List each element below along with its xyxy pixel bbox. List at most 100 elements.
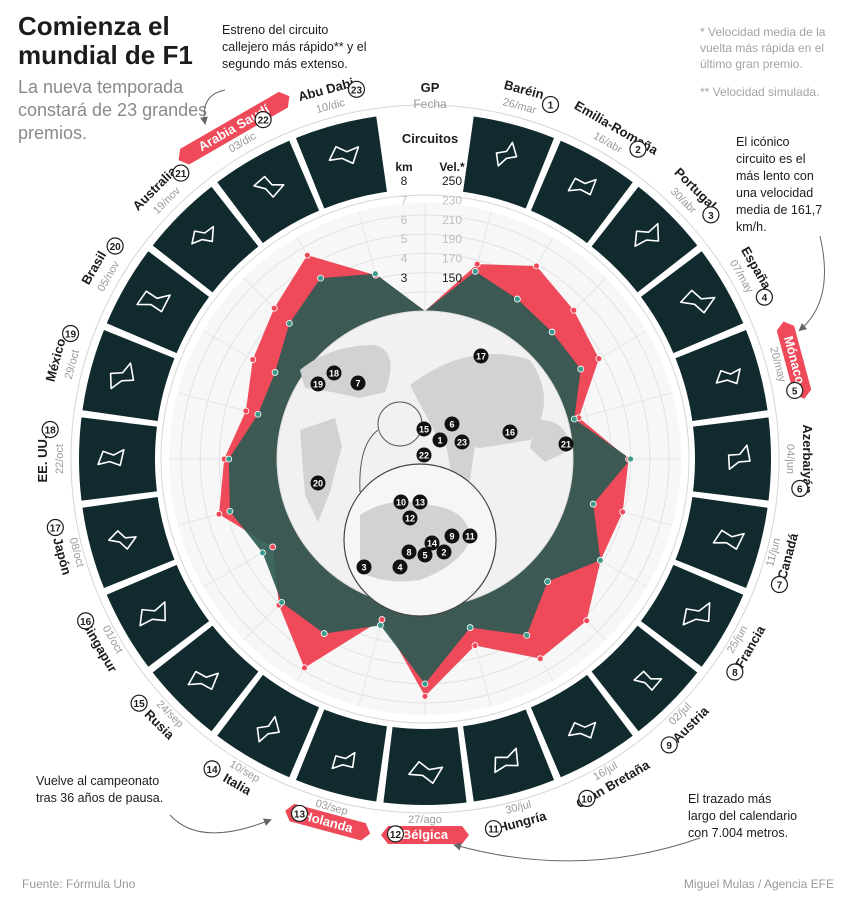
length-point (589, 500, 597, 508)
netherlands-arrow (169, 814, 272, 834)
globe-marker (432, 432, 448, 448)
speed-point (303, 251, 311, 259)
circuit-track-icon (712, 529, 745, 550)
circuit-track-icon (567, 177, 597, 196)
circuit-track-icon (495, 141, 518, 167)
radar-points (215, 251, 634, 700)
globe-marker-label: 7 (355, 379, 360, 389)
speed-point (619, 508, 627, 516)
round-number-badge (172, 164, 190, 182)
globe-marker-label: 17 (476, 352, 486, 362)
round-number-label: 11 (488, 825, 499, 836)
round-number-label: 6 (797, 485, 803, 496)
round-number-badge (755, 288, 773, 306)
circuit-track-icon (107, 530, 137, 550)
speed-point (595, 355, 603, 363)
globe-marker-label: 9 (449, 532, 454, 542)
length-point (513, 295, 521, 303)
circuit-wedge (82, 497, 175, 589)
circuit-track-icon (109, 362, 135, 390)
speed-tick-label: 250 (442, 174, 462, 188)
globe-marker (393, 494, 409, 510)
inner-ring-outline (160, 194, 690, 724)
round-number-badge (130, 694, 148, 712)
globe-marker (356, 559, 372, 575)
round-number-label: 13 (294, 809, 306, 820)
race-name-label: EE. UU. (35, 436, 50, 483)
globe-marker (350, 375, 366, 391)
round-number-label: 3 (708, 211, 714, 222)
globe-marker (444, 416, 460, 432)
length-point (377, 621, 384, 629)
circuit-wedge (591, 186, 698, 293)
globe-marker (417, 547, 433, 563)
circuit-wedge (463, 116, 555, 209)
length-point (225, 455, 233, 463)
round-number-badge (541, 95, 560, 114)
km-tick-label: 8 (401, 174, 408, 188)
round-number-label: 16 (80, 617, 92, 628)
speed-point (473, 260, 481, 268)
globe-marker (462, 528, 478, 544)
circuit-wedge (675, 329, 768, 421)
circuit-wedge (693, 417, 771, 501)
speed-point (215, 510, 223, 518)
globe-marker-label: 5 (422, 551, 427, 561)
speed-tick-label: 230 (442, 193, 462, 207)
globe-marker-label: 18 (329, 369, 339, 379)
globe-marker-label: 14 (427, 539, 437, 549)
annotation-saudi: Estreno del circuito callejero más rápid… (222, 23, 367, 71)
globe-marker (401, 544, 417, 560)
globe-marker-label: 1 (437, 436, 442, 446)
annotation-monaco: El icónico circuito es el más lento con … (736, 135, 823, 234)
speed-point (270, 304, 278, 312)
speed-point (471, 642, 479, 649)
globe-marker-label: 13 (415, 498, 425, 508)
globe-marker-label: 11 (465, 532, 475, 542)
speed-point (583, 617, 591, 625)
round-number-label: 21 (175, 169, 187, 180)
race-label-group: EE. UU.22/oct (35, 436, 66, 483)
race-name-label: Azerbaiyán (800, 424, 815, 493)
race-date-label: 04/jun (784, 444, 796, 474)
globe-marker (436, 544, 452, 560)
radar-areas (218, 255, 631, 697)
length-point (320, 630, 328, 637)
circuit-track-icon (139, 601, 166, 627)
circuit-wedge (640, 251, 744, 354)
round-number-badge (578, 789, 596, 807)
globe-marker-label: 4 (397, 563, 402, 573)
globe-marker (392, 559, 408, 575)
round-number-badge (61, 324, 80, 343)
length-point (278, 598, 286, 606)
length-point (596, 556, 604, 564)
length-point (421, 680, 429, 688)
speed-footnote: * Velocidad media de la vuelta más rápid… (700, 25, 826, 71)
round-number-label: 2 (635, 145, 641, 156)
round-number-label: 9 (666, 741, 672, 752)
round-number-badge (484, 820, 503, 838)
round-number-label: 7 (777, 581, 783, 592)
length-point (271, 369, 279, 376)
circuit-track-icon (494, 747, 519, 774)
round-number-label: 17 (50, 524, 62, 535)
round-number-label: 20 (110, 242, 122, 253)
speed-tick-label: 170 (442, 252, 462, 266)
saudi-arrow (200, 89, 226, 125)
length-point (371, 270, 379, 278)
grid-spoke (567, 392, 673, 422)
speed-point (570, 306, 578, 314)
circuit-track-icon (256, 715, 280, 743)
legend-speed-unit: Vel.* (439, 160, 465, 174)
page-title: Comienza el mundial de F1 (18, 11, 193, 70)
outer-ring-outline (70, 104, 780, 814)
globe-marker-label: 12 (405, 514, 415, 524)
speed-point (536, 655, 544, 663)
round-number-badge (254, 111, 272, 129)
